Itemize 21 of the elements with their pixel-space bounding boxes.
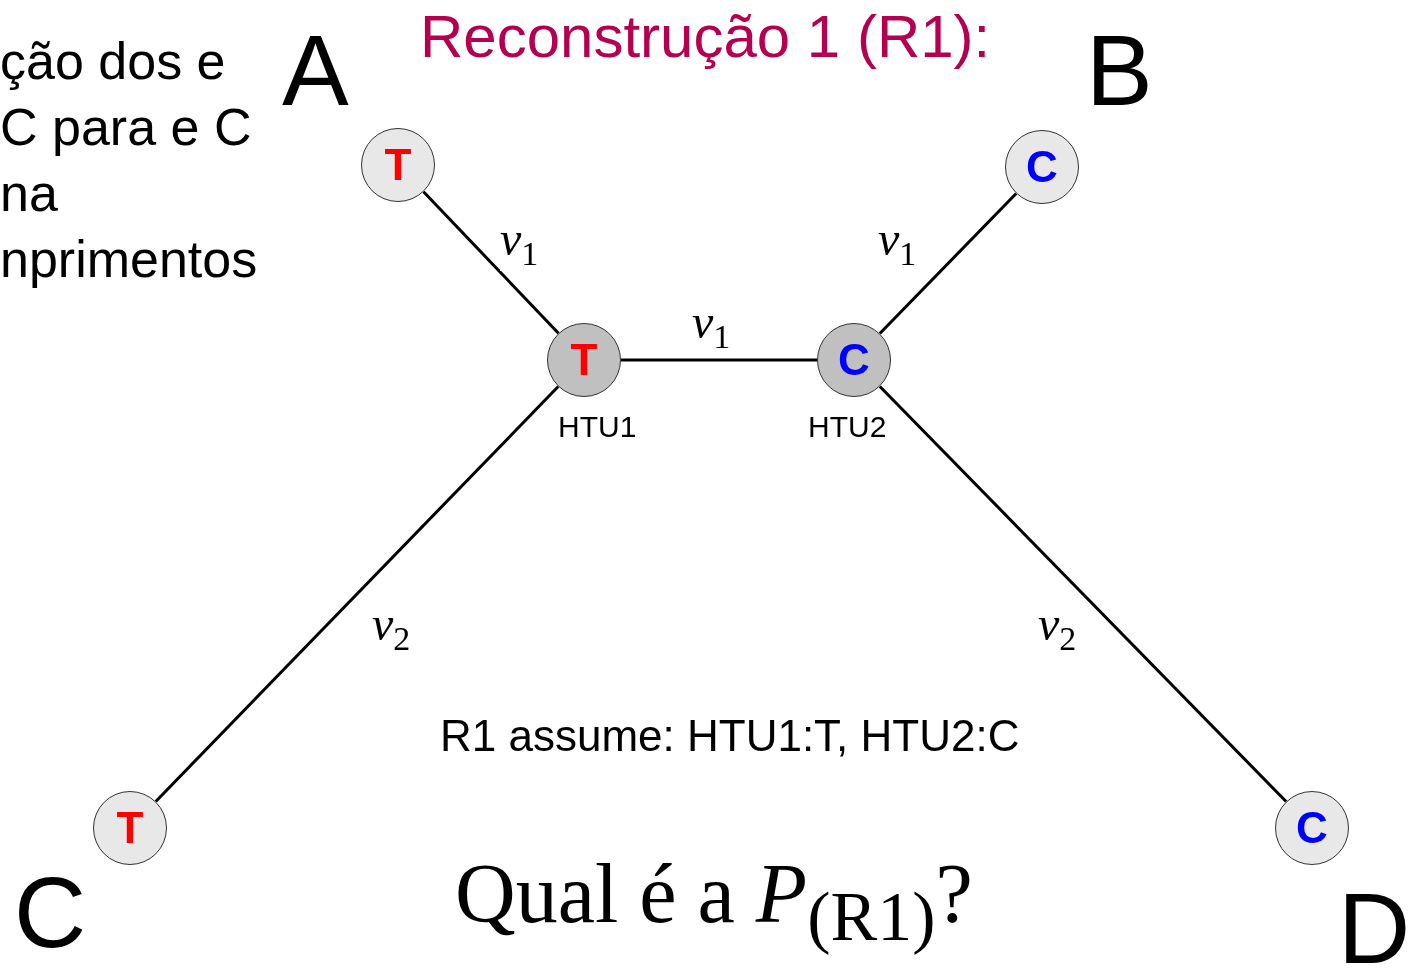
taxon-letter: B [1086, 20, 1153, 120]
branch-line [878, 192, 1018, 335]
leaf-node-circle: T [361, 128, 435, 202]
node-caption: HTU1 [558, 412, 637, 442]
body-text: ção dos e C para e C na nprimentos [0, 31, 259, 290]
ancestor-node-circle: T [547, 323, 621, 397]
node-caption: HTU2 [808, 412, 887, 442]
ancestor-node-circle: C [817, 323, 891, 397]
taxon-letter: C [14, 862, 87, 962]
leaf-node-circle: C [1005, 130, 1079, 204]
note-text: R1 assume: HTU1:T, HTU2:C [440, 712, 1020, 761]
taxon-letter: A [282, 20, 349, 120]
leaf-node-circle: T [93, 791, 167, 865]
question-text: Qual é a P$_{(R1)}$? [455, 848, 973, 955]
leaf-node-circle: C [1275, 791, 1349, 865]
branch-line [621, 358, 817, 362]
branch-line [154, 385, 560, 803]
branch-line [422, 190, 560, 335]
taxon-letter: D [1338, 878, 1411, 970]
branch-line [878, 385, 1288, 803]
title: Reconstrução 1 (R1): [420, 4, 991, 70]
